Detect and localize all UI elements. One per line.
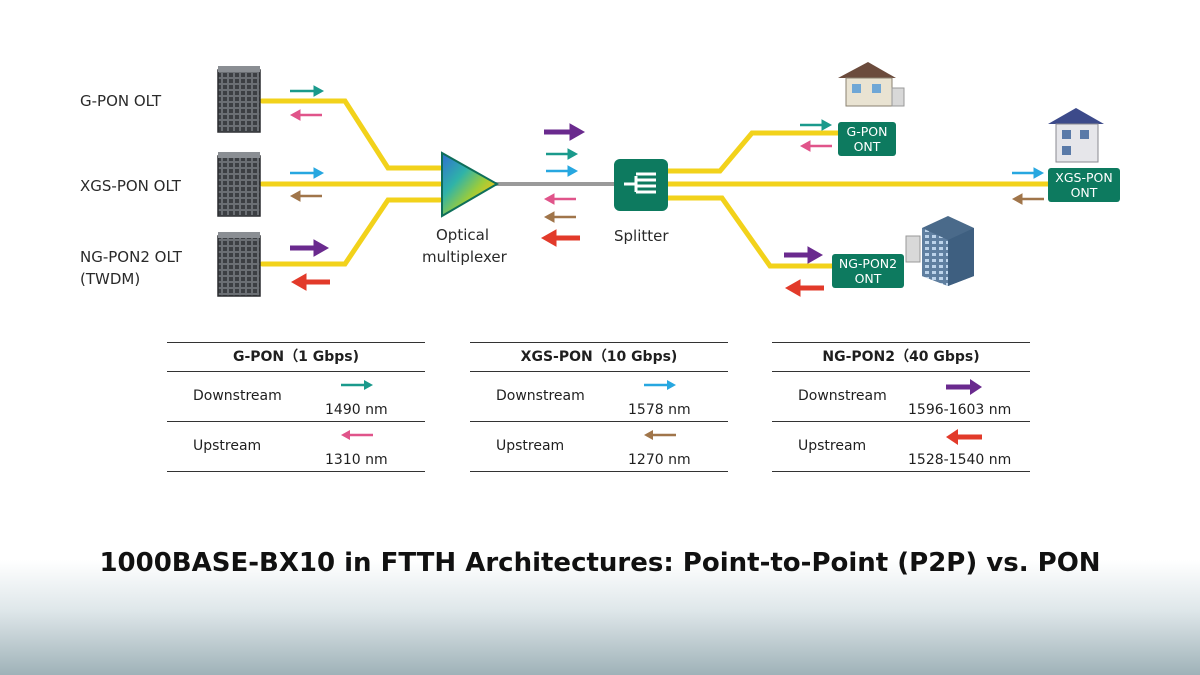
direction-label: Upstream	[193, 438, 262, 454]
downstream-arrow-icon	[341, 380, 373, 390]
arrow-trunk-xgs-down	[546, 165, 579, 177]
arrow-xgs-up	[289, 190, 322, 202]
ont-badge-ngpon2-line1: NG-PON2	[838, 256, 898, 271]
direction-label: Upstream	[496, 438, 565, 454]
house-icon	[838, 62, 905, 107]
arrow-ont-gpon-down	[800, 119, 833, 131]
table-title: XGS-PON（10 Gbps)	[470, 342, 728, 372]
upstream-arrow-icon	[644, 430, 676, 440]
olt-rack-icon	[217, 66, 261, 133]
arrow-gpon-down	[290, 85, 325, 97]
ont-badge-xgspon: XGS-PON ONT	[1048, 168, 1120, 202]
table-row-upstream: Upstream 1310 nm	[167, 422, 425, 472]
ont-badge-ngpon2-line2: ONT	[854, 271, 882, 286]
table-title: G-PON（1 Gbps)	[167, 342, 425, 372]
fiber-gpon	[259, 98, 443, 171]
ont-badge-gpon-line2: ONT	[853, 139, 881, 154]
olt-label-gpon: G-PON OLT	[80, 92, 162, 110]
arrow-ont-gpon-up	[799, 140, 832, 152]
ont-badge-xgspon-line2: ONT	[1070, 185, 1098, 200]
page-title: 1000BASE-BX10 in FTTH Architectures: Poi…	[99, 548, 1101, 578]
upstream-arrow-icon	[341, 430, 373, 440]
house-icon	[1048, 108, 1104, 163]
fiber-to-gpon-ont	[665, 130, 841, 174]
wavelength-table-ngpon2: NG-PON2（40 Gbps) Downstream 1596-1603 nm…	[772, 342, 1030, 472]
arrow-trunk-ngpon2-down	[544, 123, 586, 141]
olt-label-ngpon2: NG-PON2 OLT	[80, 248, 182, 266]
table-row-downstream: Downstream 1578 nm	[470, 372, 728, 422]
arrow-trunk-gpon-down	[546, 148, 579, 160]
olt-sublabel-ngpon2: (TWDM)	[80, 270, 141, 288]
wavelength-value: 1310 nm	[325, 452, 388, 468]
office-building-icon	[905, 216, 974, 286]
ont-badge-xgspon-line1: XGS-PON	[1055, 170, 1113, 185]
multiplexer-label-line2: multiplexer	[422, 248, 507, 266]
multiplexer-icon	[441, 151, 500, 218]
direction-label: Downstream	[496, 388, 585, 404]
table-row-downstream: Downstream 1596-1603 nm	[772, 372, 1030, 422]
ont-badge-gpon: G-PON ONT	[838, 122, 896, 156]
arrow-trunk-ngpon2-up	[540, 229, 580, 247]
arrow-trunk-gpon-up	[543, 193, 576, 205]
arrow-trunk-xgs-up	[543, 211, 576, 223]
wavelength-value: 1528-1540 nm	[908, 452, 1012, 468]
fiber-to-ngpon2-ont	[665, 195, 835, 269]
arrow-ont-xgs-down	[1012, 167, 1045, 179]
downstream-arrow-icon	[946, 379, 982, 395]
wavelength-value: 1578 nm	[628, 402, 691, 418]
ont-badge-gpon-line1: G-PON	[846, 124, 888, 139]
downstream-arrow-icon	[644, 380, 676, 390]
arrow-ngpon2-up	[290, 273, 330, 291]
wavelength-table-xgspon: XGS-PON（10 Gbps) Downstream 1578 nm Upst…	[470, 342, 728, 472]
olt-rack-icon	[217, 152, 261, 217]
arrow-xgs-down	[290, 167, 325, 179]
olt-label-xgspon: XGS-PON OLT	[80, 177, 181, 195]
table-row-upstream: Upstream 1270 nm	[470, 422, 728, 472]
direction-label: Downstream	[798, 388, 887, 404]
arrow-ont-xgs-up	[1011, 193, 1044, 205]
splitter-icon	[614, 159, 668, 211]
wavelength-value: 1270 nm	[628, 452, 691, 468]
wavelength-table-gpon: G-PON（1 Gbps) Downstream 1490 nm Upstrea…	[167, 342, 425, 472]
fiber-ngpon2	[259, 197, 443, 267]
multiplexer-label-line1: Optical	[436, 226, 489, 244]
splitter-label: Splitter	[614, 227, 669, 245]
direction-label: Downstream	[193, 388, 282, 404]
arrow-ont-ngpon2-up	[784, 279, 824, 297]
upstream-arrow-icon	[946, 429, 982, 445]
olt-rack-icon	[217, 232, 261, 297]
direction-label: Upstream	[798, 438, 867, 454]
arrow-gpon-up	[289, 109, 322, 121]
table-title: NG-PON2（40 Gbps)	[772, 342, 1030, 372]
table-row-downstream: Downstream 1490 nm	[167, 372, 425, 422]
arrow-ont-ngpon2-down	[784, 246, 824, 264]
wavelength-value: 1490 nm	[325, 402, 388, 418]
ont-badge-ngpon2: NG-PON2 ONT	[832, 254, 904, 288]
arrow-ngpon2-down	[290, 239, 330, 257]
table-row-upstream: Upstream 1528-1540 nm	[772, 422, 1030, 472]
wavelength-value: 1596-1603 nm	[908, 402, 1012, 418]
